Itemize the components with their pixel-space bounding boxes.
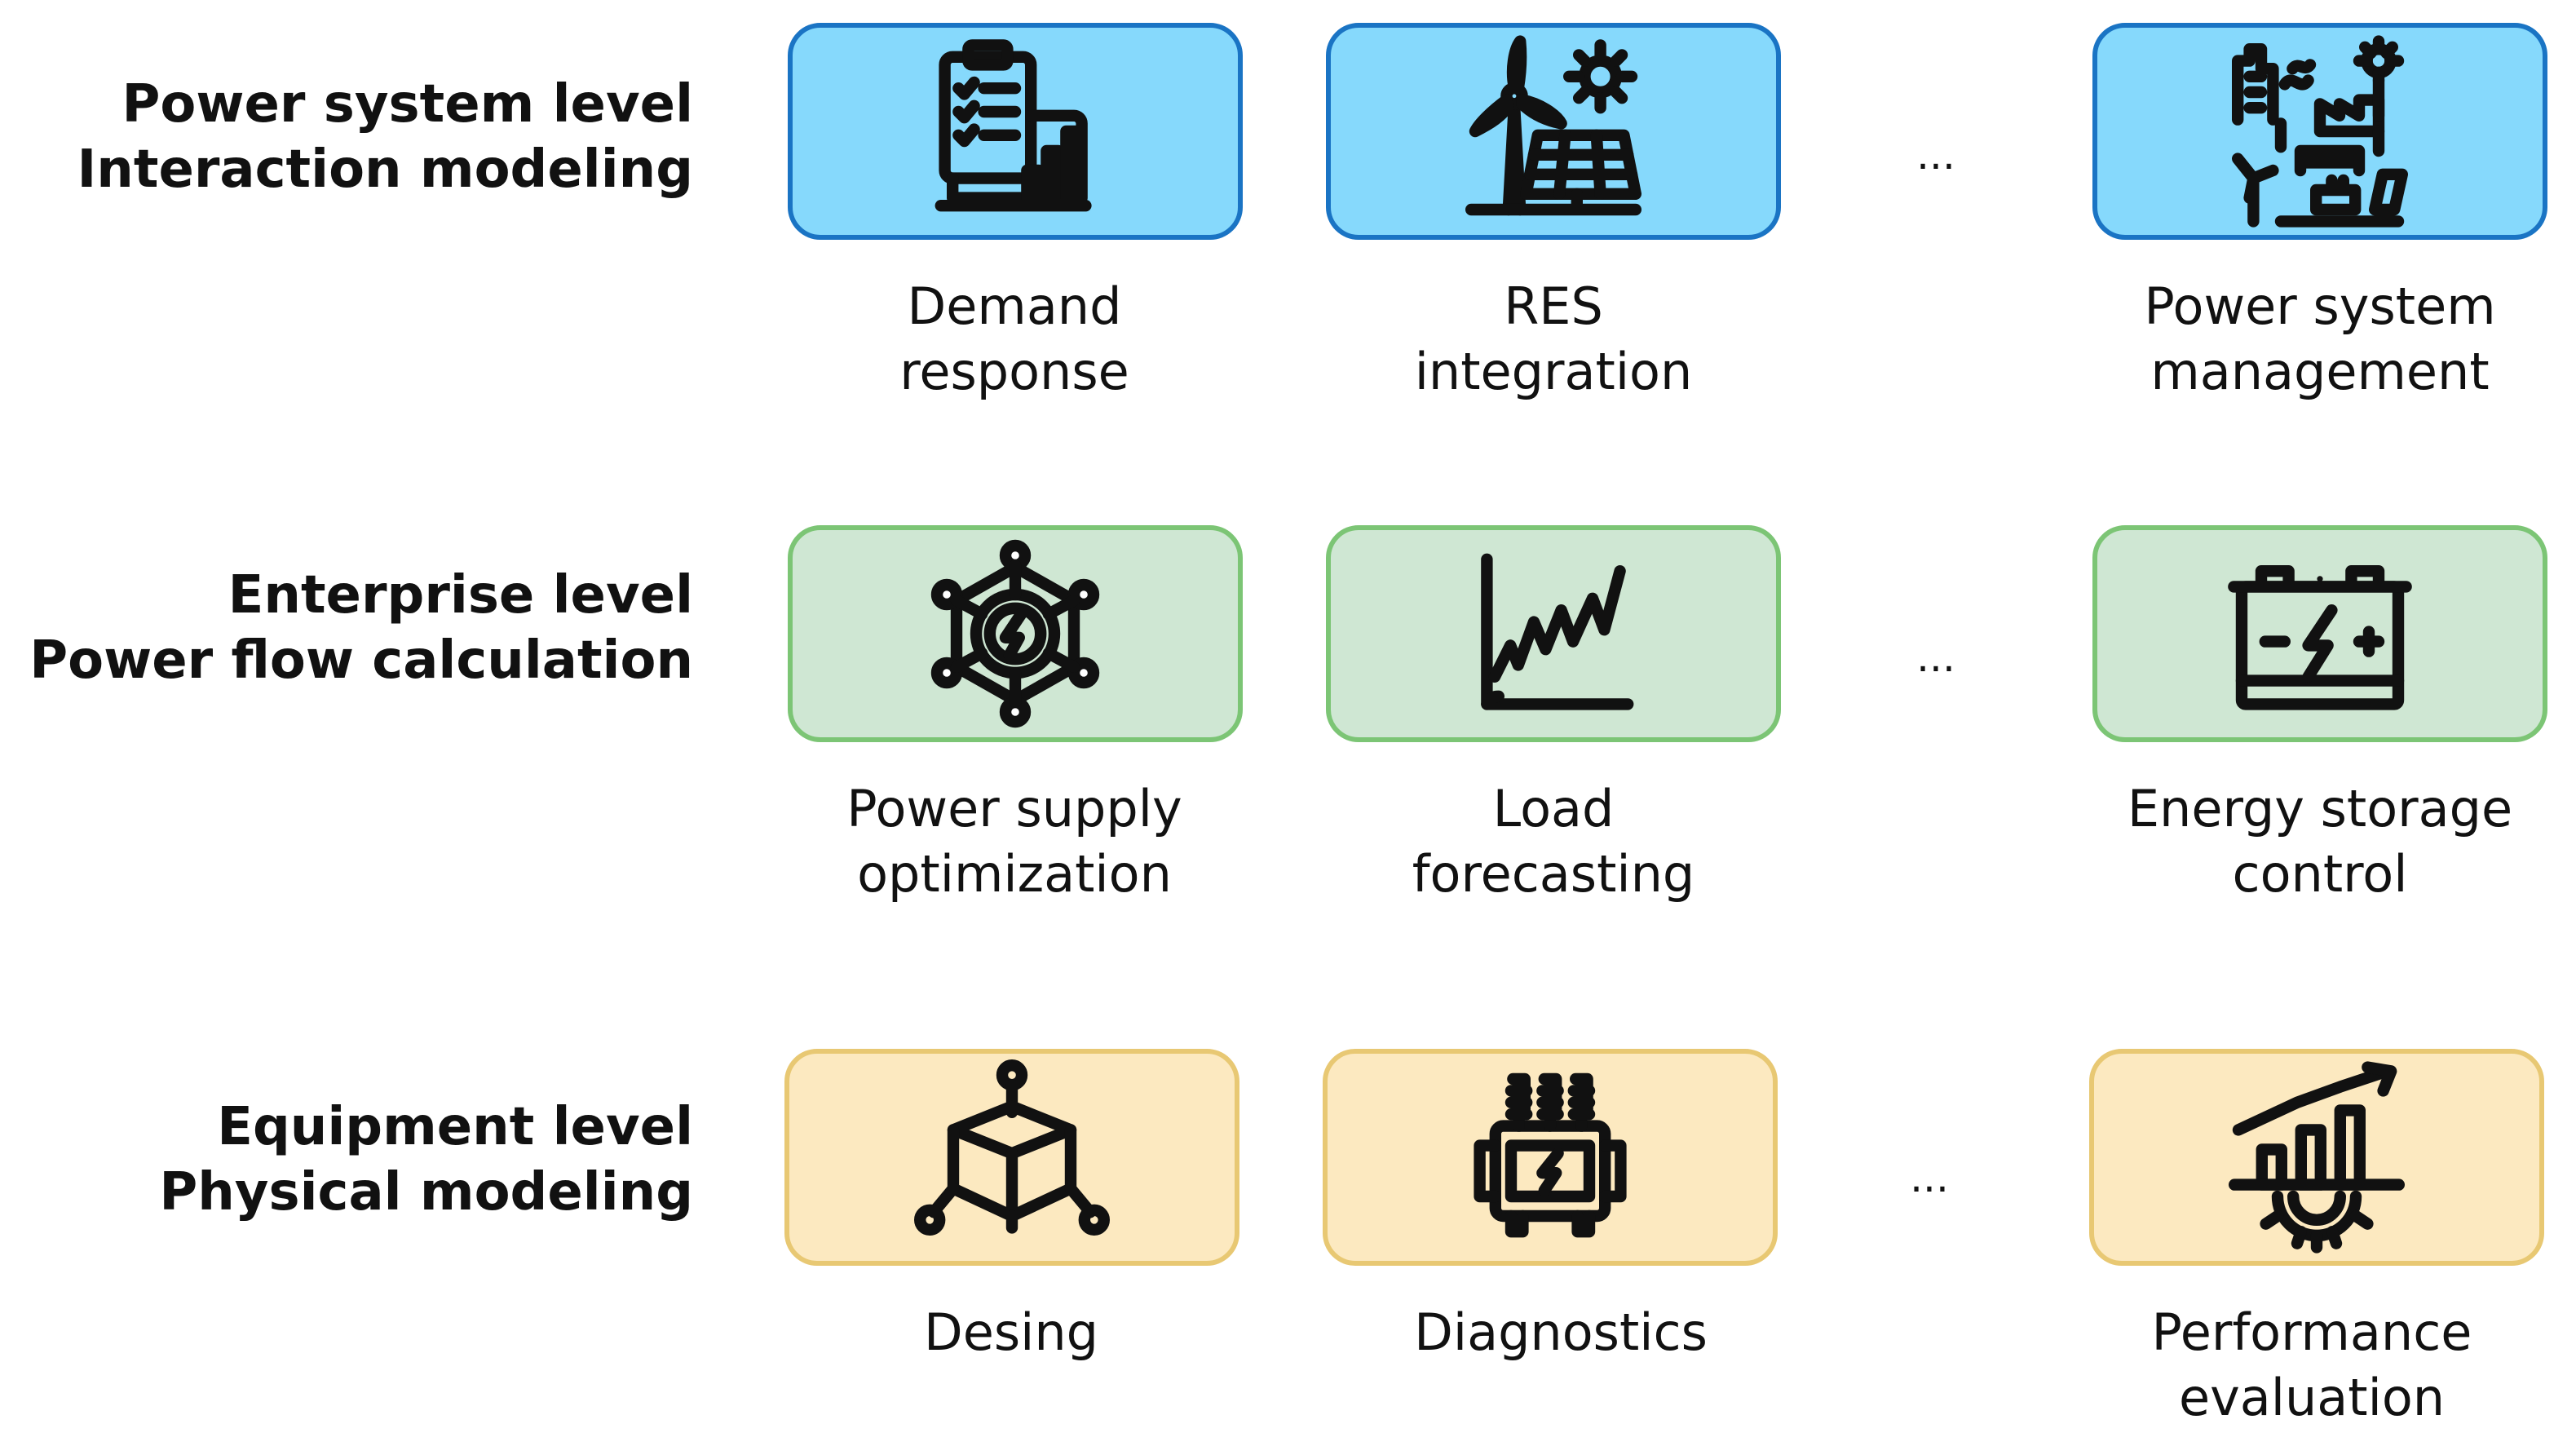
caption-line1: Power system	[2144, 276, 2496, 336]
caption-power-system-management: Power system management	[2067, 274, 2573, 405]
level-title: Enterprise level Power flow calculation	[0, 563, 693, 693]
checklist-chart-icon	[935, 39, 1092, 212]
caption-demand-response: Demand response	[762, 274, 1267, 405]
level-title: Equipment level Physical modeling	[0, 1094, 693, 1225]
card-res-integration	[1326, 23, 1781, 240]
level-title-line2: Physical modeling	[159, 1162, 693, 1223]
caption-line2: forecasting	[1412, 844, 1695, 904]
transformer-icon	[1474, 1072, 1627, 1238]
caption-line1: RES	[1504, 276, 1603, 336]
caption-line1: Desing	[923, 1302, 1099, 1362]
caption-line2: response	[899, 342, 1129, 401]
wind-solar-icon	[1465, 35, 1641, 216]
caption-line1: Energy storage	[2127, 779, 2513, 838]
level-title-line2: Interaction modeling	[77, 139, 693, 200]
caption-line1: Performance	[2151, 1302, 2472, 1362]
caption-performance-evaluation: Performance evaluation	[2059, 1300, 2565, 1431]
caption-line2: evaluation	[2178, 1368, 2446, 1427]
caption-line2: control	[2232, 844, 2408, 904]
caption-line2: management	[2150, 342, 2490, 401]
caption-line1: Demand	[907, 276, 1122, 336]
caption-line1: Power supply	[846, 779, 1182, 838]
ellipsis: ...	[1910, 1154, 1949, 1201]
level-title-line1: Equipment level	[217, 1097, 693, 1157]
card-power-supply-optimization	[788, 525, 1243, 742]
caption-res-integration: RES integration	[1301, 274, 1806, 405]
cube-nodes-icon	[914, 1059, 1110, 1236]
growth-gear-icon	[2229, 1061, 2405, 1254]
caption-load-forecasting: Load forecasting	[1301, 776, 1806, 907]
power-grid-icon	[2232, 35, 2408, 228]
level-title-line1: Enterprise level	[228, 565, 693, 626]
level-title-line2: Power flow calculation	[29, 630, 693, 691]
energy-network-icon	[930, 539, 1100, 728]
card-diagnostics	[1323, 1049, 1778, 1266]
battery-icon	[2228, 565, 2412, 710]
caption-desing: Desing	[758, 1300, 1264, 1365]
card-energy-storage-control	[2092, 525, 2547, 742]
ellipsis: ...	[1916, 634, 1955, 681]
caption-diagnostics: Diagnostics	[1308, 1300, 1814, 1365]
caption-line2: optimization	[857, 844, 1172, 904]
card-performance-evaluation	[2089, 1049, 2544, 1266]
caption-energy-storage-control: Energy storage control	[2067, 776, 2573, 907]
caption-line1: Diagnostics	[1414, 1302, 1708, 1362]
caption-line1: Load	[1492, 779, 1615, 838]
card-load-forecasting	[1326, 525, 1781, 742]
caption-power-supply-optimization: Power supply optimization	[762, 776, 1267, 907]
caption-line2: integration	[1414, 342, 1693, 401]
card-power-system-management	[2092, 23, 2547, 240]
line-chart-icon	[1481, 553, 1634, 710]
ellipsis: ...	[1916, 131, 1955, 179]
level-title-line1: Power system level	[122, 74, 693, 135]
card-demand-response	[788, 23, 1243, 240]
card-desing	[784, 1049, 1239, 1266]
level-title: Power system level Interaction modeling	[0, 72, 693, 202]
